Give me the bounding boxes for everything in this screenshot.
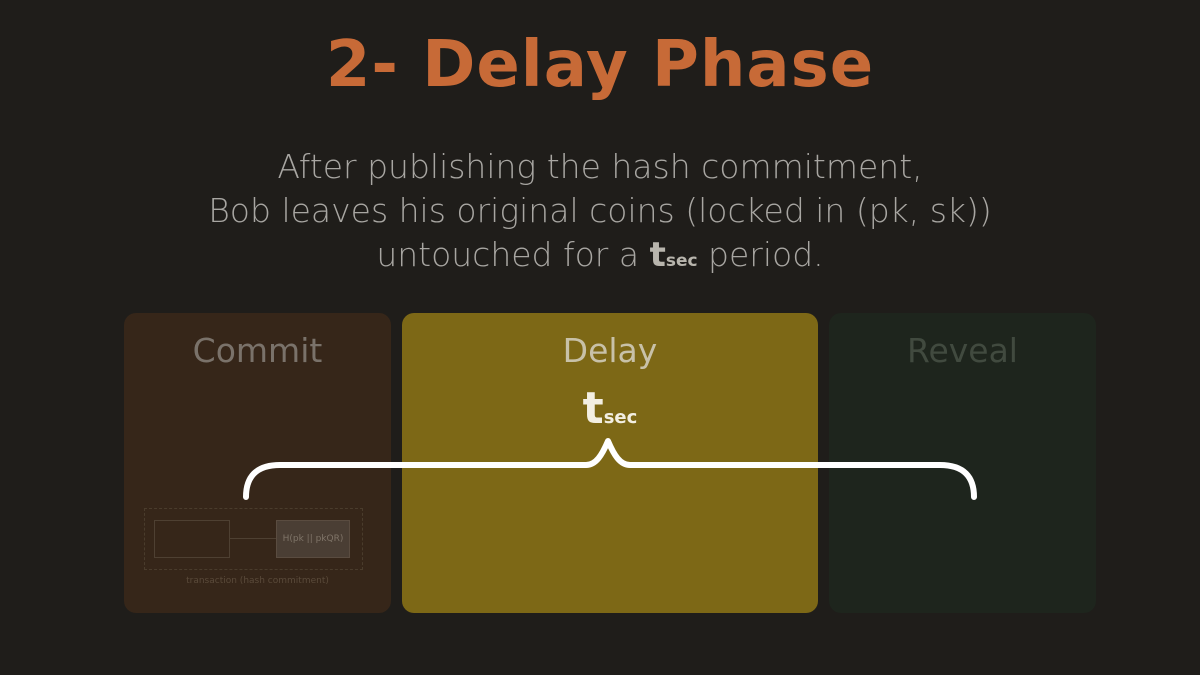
commit-panel: Commit H(pk || pkQR) transaction (hash c…	[124, 313, 391, 613]
transaction-input-box	[154, 520, 230, 558]
t-sec-symbol: t	[649, 235, 666, 275]
slide-title: 2- Delay Phase	[325, 28, 875, 102]
transaction-connector	[230, 538, 296, 539]
subtitle-line-3-start: untouched for a	[376, 235, 650, 274]
delay-t-sec: tsec	[402, 383, 818, 434]
delay-t-symbol: t	[582, 383, 604, 434]
t-sec-subscript: sec	[665, 251, 698, 271]
reveal-panel: Reveal	[829, 313, 1096, 613]
reveal-label: Reveal	[907, 331, 1018, 370]
transaction-caption: transaction (hash commitment)	[186, 576, 329, 586]
delay-panel: Delay tsec	[402, 313, 818, 613]
slide-subtitle: After publishing the hash commitment, Bo…	[0, 145, 1200, 283]
subtitle-line-3-end: period.	[697, 235, 824, 274]
subtitle-line-3: untouched for a tsec period.	[0, 233, 1200, 283]
delay-t-subscript: sec	[603, 407, 638, 428]
commit-transaction-diagram: H(pk || pkQR)	[144, 508, 363, 570]
subtitle-line-2: Bob leaves his original coins (locked in…	[208, 191, 992, 230]
subtitle-line-1: After publishing the hash commitment,	[277, 147, 923, 186]
commit-label: Commit	[192, 331, 323, 370]
delay-label: Delay	[562, 331, 658, 370]
transaction-output-box: H(pk || pkQR)	[276, 520, 350, 558]
